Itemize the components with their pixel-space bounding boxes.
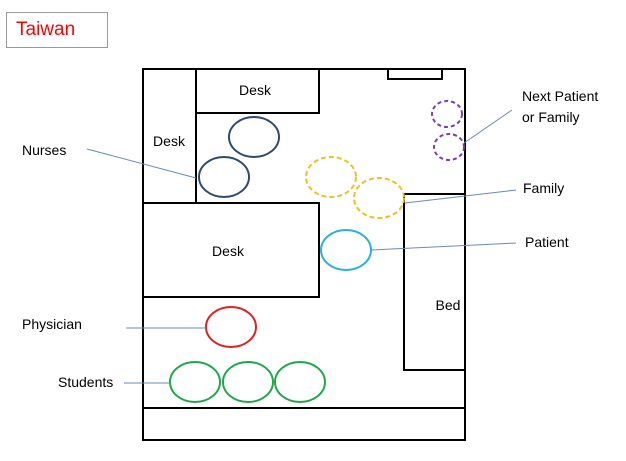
physician-marker [205,306,257,348]
nurse-marker [228,116,280,158]
bottom-bench [142,407,466,441]
family-marker [305,156,357,198]
desk-main [142,202,320,298]
desk-top [195,68,320,114]
family-marker [353,177,405,219]
nurse-marker [198,156,250,198]
diagram-title: Taiwan [16,19,76,40]
patient-leader-line [370,242,517,251]
next-patient-label-line2: or Family [522,109,580,125]
room-outline [142,68,466,441]
student-marker [274,361,326,403]
student-marker [222,361,274,403]
family-leader-line [404,189,517,204]
door-marker [387,68,443,80]
students-label: Students [58,374,113,390]
physician-label: Physician [22,316,82,332]
bed-label: Bed [436,297,461,313]
desk-main-label: Desk [212,243,245,259]
next-patient-marker [431,100,463,128]
next-patient-marker [433,133,465,161]
desk-left-label: Desk [153,133,186,149]
family-label: Family [523,180,564,196]
nurses-label: Nurses [22,142,66,158]
next-patient-leader-line [463,109,513,144]
bed [403,193,466,371]
patient-marker [320,229,372,271]
title-box: Taiwan [6,12,108,48]
next-patient-label-line1: Next Patient [522,88,598,104]
nurses-leader-line [86,148,197,179]
student-marker [169,361,221,403]
desk-top-label: Desk [239,82,272,98]
patient-label: Patient [525,234,569,250]
